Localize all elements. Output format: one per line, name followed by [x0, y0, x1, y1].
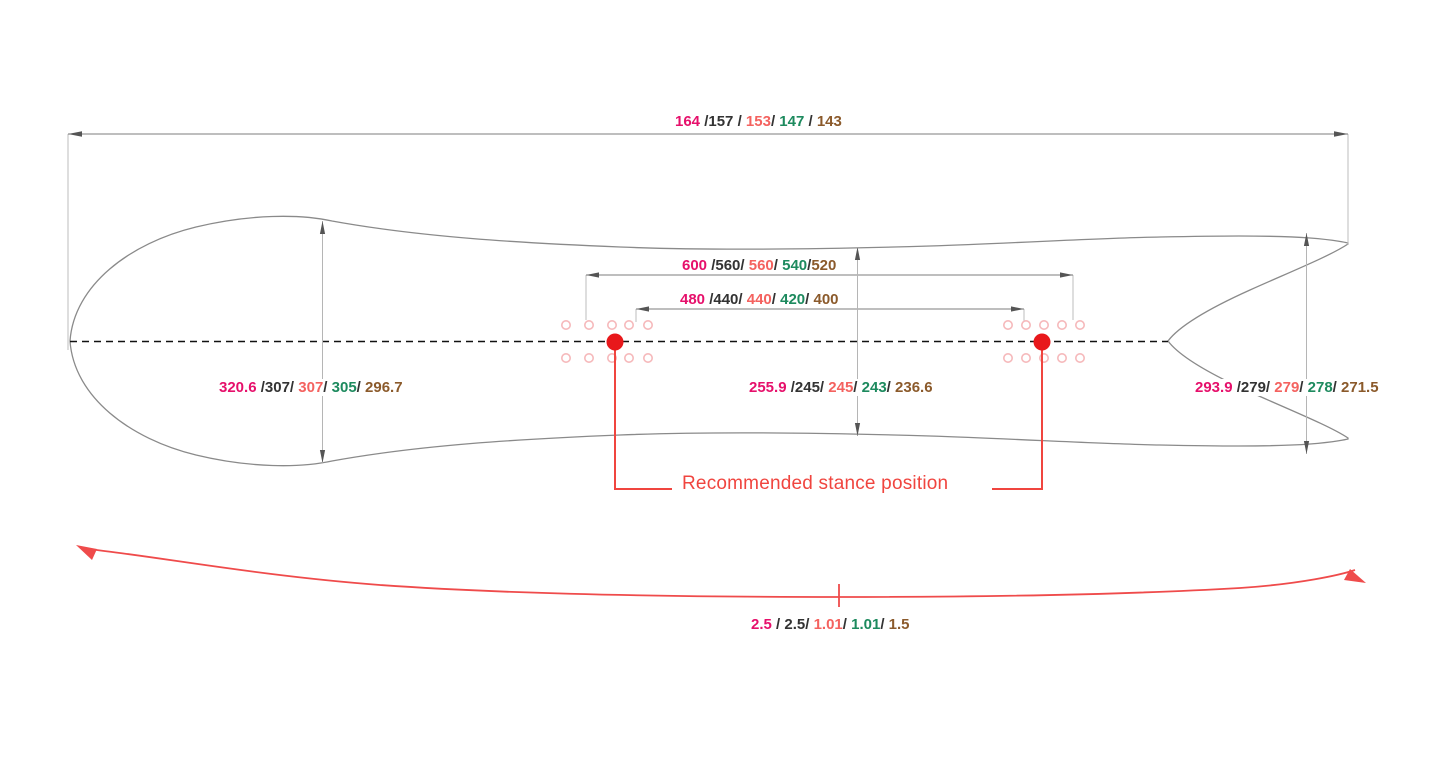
insert-hole	[1057, 352, 1068, 363]
nose-width-arrow-top	[319, 221, 326, 234]
overall-arrow-right	[1334, 131, 1348, 137]
insert-hole	[560, 319, 571, 330]
camber-height-label: 2.5 / 2.5/ 1.01/ 1.01/ 1.5	[748, 616, 913, 633]
insert-hole	[1057, 319, 1068, 330]
nose-width-value-296-7: 296.7	[365, 379, 403, 396]
overall-length-value-164: 164	[675, 113, 701, 130]
insert-hole	[642, 319, 653, 330]
overall-length-dimension	[67, 131, 1349, 350]
tail-width-value-271-5: 271.5	[1341, 379, 1379, 396]
tail-width-value-279a: 279	[1240, 379, 1266, 396]
max-stance-value-560b: 560	[748, 257, 774, 274]
tail-width-label: 293.9 /279/ 279/ 278/ 271.5	[1192, 379, 1382, 396]
min-stance-value-420: 420	[780, 291, 806, 308]
camber-value-1-01b: 1.01	[851, 616, 881, 633]
insert-hole	[1020, 352, 1031, 363]
insert-hole	[1075, 352, 1086, 363]
nose-width-value-305: 305	[331, 379, 357, 396]
waist-width-arrow-top	[854, 247, 861, 260]
tail-width-arrow-top	[1303, 233, 1310, 246]
waist-width-value-245a: 245	[794, 379, 820, 396]
nose-width-dimension	[319, 221, 326, 463]
insert-hole	[1075, 319, 1086, 330]
tail-width-value-278: 278	[1307, 379, 1333, 396]
insert-hole	[1039, 352, 1050, 363]
waist-width-value-243: 243	[861, 379, 887, 396]
tail-width-dimension	[1303, 233, 1310, 454]
overall-length-value-147: 147	[779, 113, 805, 130]
waist-width-dimension	[854, 247, 861, 436]
nose-width-value-320-6: 320.6	[219, 379, 257, 396]
max-stance-arrow-left	[586, 272, 599, 278]
nose-width-label: 320.6 /307/ 307/ 305/ 296.7	[216, 379, 406, 396]
min-stance-arrow-left	[636, 306, 649, 312]
max-stance-value-540: 540	[782, 257, 808, 274]
max-stance-dimension	[585, 272, 1074, 320]
insert-hole	[1039, 319, 1050, 330]
insert-hole	[642, 352, 653, 363]
overall-length-label: 164 /157 / 153/ 147 / 143	[672, 113, 845, 130]
insert-hole	[606, 352, 617, 363]
waist-width-arrow-bottom	[854, 423, 861, 436]
insert-hole	[606, 319, 617, 330]
overall-length-value-157: 157	[708, 113, 734, 130]
insert-hole	[583, 352, 594, 363]
camber-value-2-5b: 2.5	[784, 616, 806, 633]
overall-length-value-153: 153	[745, 113, 771, 130]
insert-hole	[560, 352, 571, 363]
max-stance-arrow-right	[1060, 272, 1073, 278]
stance-callout-left	[606, 333, 672, 490]
insert-hole	[623, 319, 634, 330]
waist-width-value-255-9: 255.9	[749, 379, 787, 396]
stance-marker-left[interactable]	[606, 333, 624, 351]
insert-hole	[1020, 319, 1031, 330]
min-stance-label: 480 /440/ 440/ 420/ 400	[677, 291, 842, 308]
waist-width-label: 255.9 /245/ 245/ 243/ 236.6	[746, 379, 936, 396]
min-stance-value-440b: 440	[746, 291, 772, 308]
insert-holes-right	[1002, 319, 1086, 363]
waist-width-value-245b: 245	[828, 379, 854, 396]
overall-arrow-left	[68, 131, 82, 137]
min-stance-value-480: 480	[680, 291, 706, 308]
nose-width-arrow-bottom	[319, 450, 326, 463]
stance-callout-right	[992, 333, 1051, 490]
camber-arrow-right	[1344, 569, 1366, 583]
recommended-stance-position-label: Recommended stance position	[678, 473, 953, 495]
camber-profile-group	[76, 545, 1366, 607]
camber-value-2-5a: 2.5	[751, 616, 772, 633]
insert-hole	[1002, 319, 1013, 330]
overall-length-value-143: 143	[816, 113, 842, 130]
camber-arrow-left	[76, 545, 97, 560]
camber-value-1-5: 1.5	[888, 616, 910, 633]
min-stance-dimension	[635, 306, 1025, 322]
min-stance-value-400: 400	[813, 291, 839, 308]
min-stance-arrow-right	[1011, 306, 1024, 312]
insert-hole	[623, 352, 634, 363]
min-stance-value-440a: 440	[713, 291, 739, 308]
tail-width-value-279b: 279	[1274, 379, 1300, 396]
camber-curve-path	[87, 548, 1356, 598]
max-stance-value-520: 520	[811, 257, 837, 274]
max-stance-value-560a: 560	[715, 257, 741, 274]
nose-width-value-307a: 307	[264, 379, 290, 396]
waist-width-value-236-6: 236.6	[895, 379, 933, 396]
tail-width-value-293-9: 293.9	[1195, 379, 1233, 396]
max-stance-label: 600 /560/ 560/ 540/520	[679, 257, 840, 274]
max-stance-value-600: 600	[682, 257, 708, 274]
nose-width-value-307b: 307	[298, 379, 324, 396]
stance-marker-right[interactable]	[1033, 333, 1051, 351]
insert-hole	[583, 319, 594, 330]
insert-hole	[1002, 352, 1013, 363]
camber-value-1-01a: 1.01	[813, 616, 843, 633]
insert-holes-left	[560, 319, 653, 363]
tail-width-arrow-bottom	[1303, 441, 1310, 454]
